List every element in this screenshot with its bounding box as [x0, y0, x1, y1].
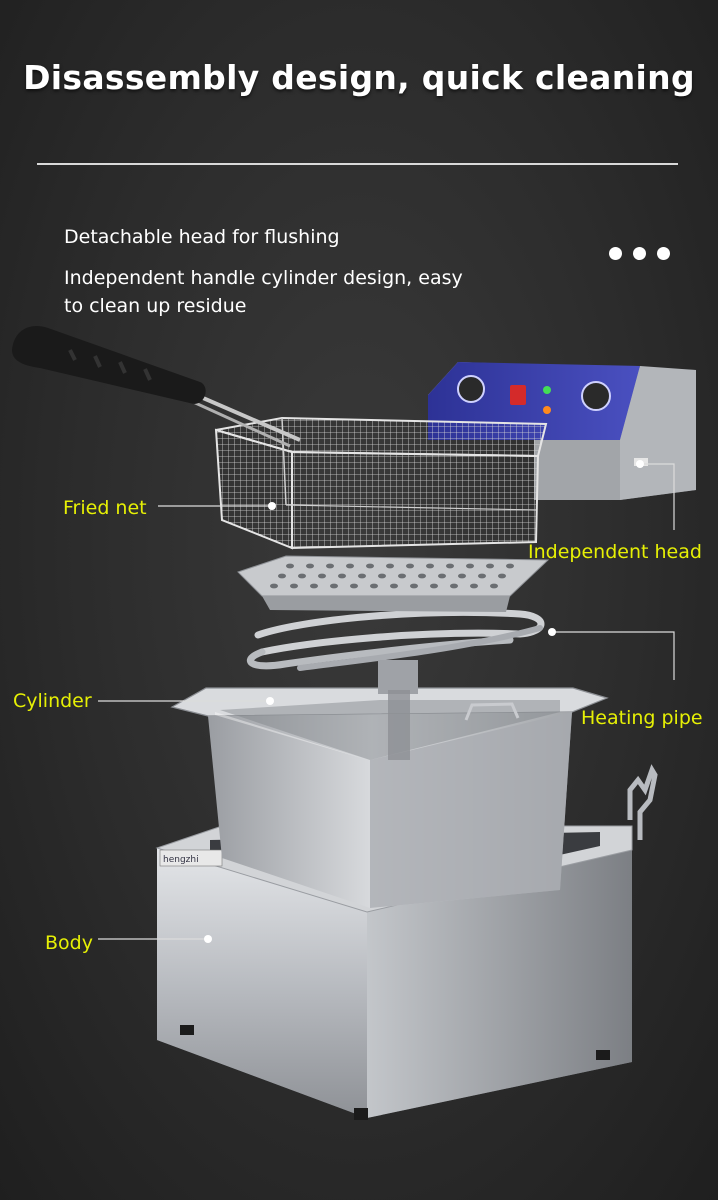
drain-hole [438, 573, 446, 579]
drain-hole [470, 583, 478, 589]
drain-hole [370, 583, 378, 589]
callout-lines [98, 463, 675, 940]
drain-hole [398, 573, 406, 579]
drain-hole [390, 583, 398, 589]
drain-hole [478, 573, 486, 579]
drain-hole [466, 563, 474, 569]
dot-icon [609, 247, 622, 260]
drain-hole [450, 583, 458, 589]
drain-hole [498, 573, 506, 579]
callout-dots [204, 460, 644, 943]
drain-plate-holes [270, 563, 514, 589]
callout-fried-net: Fried net [63, 497, 147, 519]
drain-hole [378, 573, 386, 579]
indicator-green-icon [543, 386, 551, 394]
drain-hole [358, 573, 366, 579]
drain-hole [458, 573, 466, 579]
heating-pipe [246, 608, 545, 760]
drain-hole [298, 573, 306, 579]
drain-hole [290, 583, 298, 589]
fried-net [12, 326, 548, 550]
feature-text-independent: Independent handle cylinder design, easy… [64, 267, 463, 317]
drain-hole [338, 573, 346, 579]
divider [37, 163, 678, 165]
drain-hole [278, 573, 286, 579]
headline: Disassembly design, quick cleaning [23, 58, 695, 97]
feature-text-detachable: Detachable head for flushing [64, 226, 340, 248]
drain-hole [366, 563, 374, 569]
drain-hole [406, 563, 414, 569]
drain-hole [418, 573, 426, 579]
drain-hole [486, 563, 494, 569]
indicator-orange-icon [543, 406, 551, 414]
carousel-dots-icon [609, 247, 681, 265]
drain-hole [330, 583, 338, 589]
dot-icon [633, 247, 646, 260]
dot-icon [657, 247, 670, 260]
timer-knob-icon [581, 381, 611, 411]
fryer-cylinder [170, 687, 609, 908]
drain-hole [506, 563, 514, 569]
drain-hole [386, 563, 394, 569]
drain-hole [430, 583, 438, 589]
drain-hole [350, 583, 358, 589]
drain-hole [306, 563, 314, 569]
power-switch-icon [510, 385, 526, 405]
drain-hole [446, 563, 454, 569]
callout-body: Body [45, 932, 93, 954]
drain-hole [310, 583, 318, 589]
basket-handle [12, 326, 206, 404]
callout-independent-head: Independent head [528, 541, 702, 563]
fryer-body: hengzhi [155, 764, 658, 1120]
drain-hole [426, 563, 434, 569]
drain-hole [410, 583, 418, 589]
drain-hole [318, 573, 326, 579]
drain-hole [286, 563, 294, 569]
drain-hole [346, 563, 354, 569]
drain-hole [490, 583, 498, 589]
callout-cylinder: Cylinder [13, 690, 92, 712]
brand-plate-text: hengzhi [163, 855, 199, 865]
callout-heating-pipe: Heating pipe [581, 707, 703, 729]
drain-hole [326, 563, 334, 569]
thermostat-knob-icon [457, 375, 485, 403]
drain-hole [270, 583, 278, 589]
independent-head [428, 362, 696, 500]
